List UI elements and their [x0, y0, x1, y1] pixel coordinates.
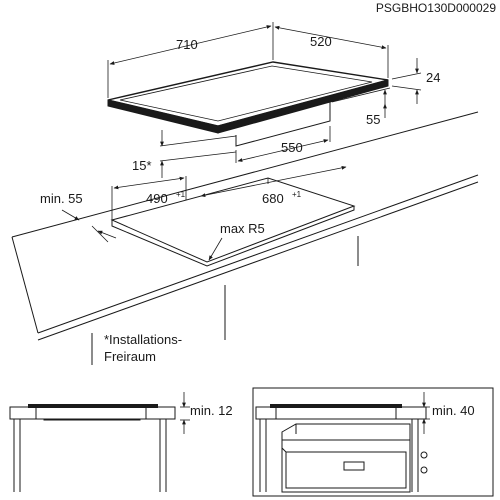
dimension-min-side: min. 55	[40, 191, 117, 243]
dim-710-label: 710	[176, 37, 198, 52]
radius-callout: max R5	[208, 221, 265, 261]
detail-right-min-label: min. 40	[432, 403, 475, 418]
oven-door	[285, 451, 407, 489]
worktop-front-lower-edge	[37, 181, 479, 341]
dim-24-label: 24	[426, 70, 440, 85]
hob-side-edge	[217, 79, 389, 134]
dim-490-tolerance: +1	[176, 190, 186, 199]
note-line-1: *Installations-	[104, 332, 182, 347]
note-line-2: Freiraum	[104, 349, 156, 364]
dimension-top-offset: 55	[331, 87, 391, 127]
dimension-thickness: 24	[391, 58, 440, 104]
oven	[281, 423, 428, 493]
dim-490-label: 490	[146, 191, 168, 206]
hob-inner-panel	[119, 65, 373, 122]
dim-55-label: 55	[366, 112, 380, 127]
dim-min55-label: min. 55	[40, 191, 83, 206]
dimension-clearance: 15*	[132, 130, 237, 178]
dimension-depth: 520	[274, 25, 389, 78]
hob	[107, 61, 389, 147]
oven-body	[281, 423, 411, 493]
cutout-depth-edge	[111, 206, 355, 267]
dimension-cutout-depth: 490 +1	[111, 176, 187, 220]
oven-handle	[343, 461, 365, 471]
worktop	[11, 111, 479, 365]
worktop-front-edge	[37, 174, 479, 334]
dim-680-tolerance: +1	[292, 190, 302, 199]
oven-knob-top	[420, 451, 428, 459]
dim-680-label: 680	[262, 191, 284, 206]
radius-label: max R5	[220, 221, 265, 236]
dim-520-label: 520	[310, 34, 332, 49]
drawing-code: PSGBHO130D000029	[376, 1, 496, 15]
detail-left: min. 12	[9, 392, 233, 492]
dim-15-label: 15*	[132, 158, 152, 173]
oven-knob-bottom	[420, 466, 428, 474]
dim-550-label: 550	[281, 140, 303, 155]
worktop-back-edge	[11, 111, 479, 238]
dimension-width: 710	[107, 22, 274, 98]
detail-right-frame	[252, 387, 494, 497]
dimension-cutout-side: 550	[235, 126, 331, 163]
detail-right: min. 40	[252, 387, 494, 497]
detail-right-hob-top	[270, 404, 402, 408]
dimension-cutout-width: 680 +1	[200, 165, 347, 206]
detail-left-min-label: min. 12	[190, 403, 233, 418]
